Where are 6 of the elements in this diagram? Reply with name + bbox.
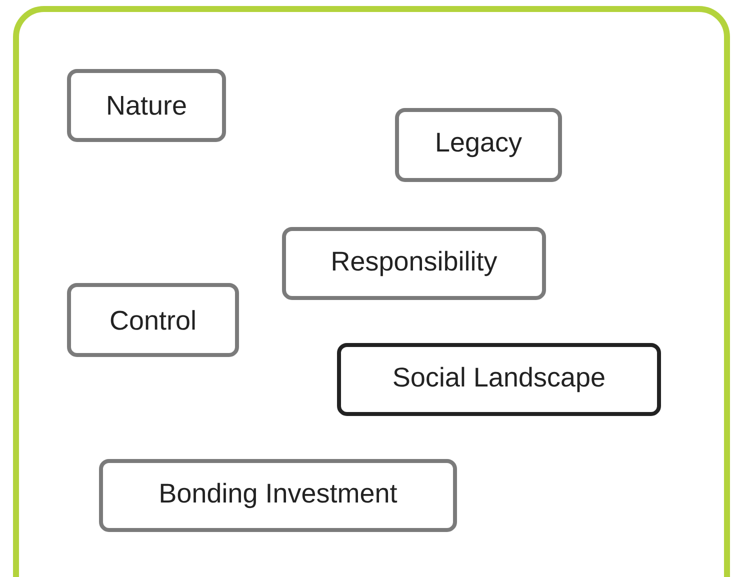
label-box: Social Landscape <box>337 342 661 416</box>
label-box: Nature <box>67 68 226 142</box>
label-box: Responsibility <box>282 227 546 300</box>
label-box: Legacy <box>395 108 562 182</box>
label-box: Control <box>67 282 239 357</box>
label-box: Bonding Investment <box>99 458 457 532</box>
